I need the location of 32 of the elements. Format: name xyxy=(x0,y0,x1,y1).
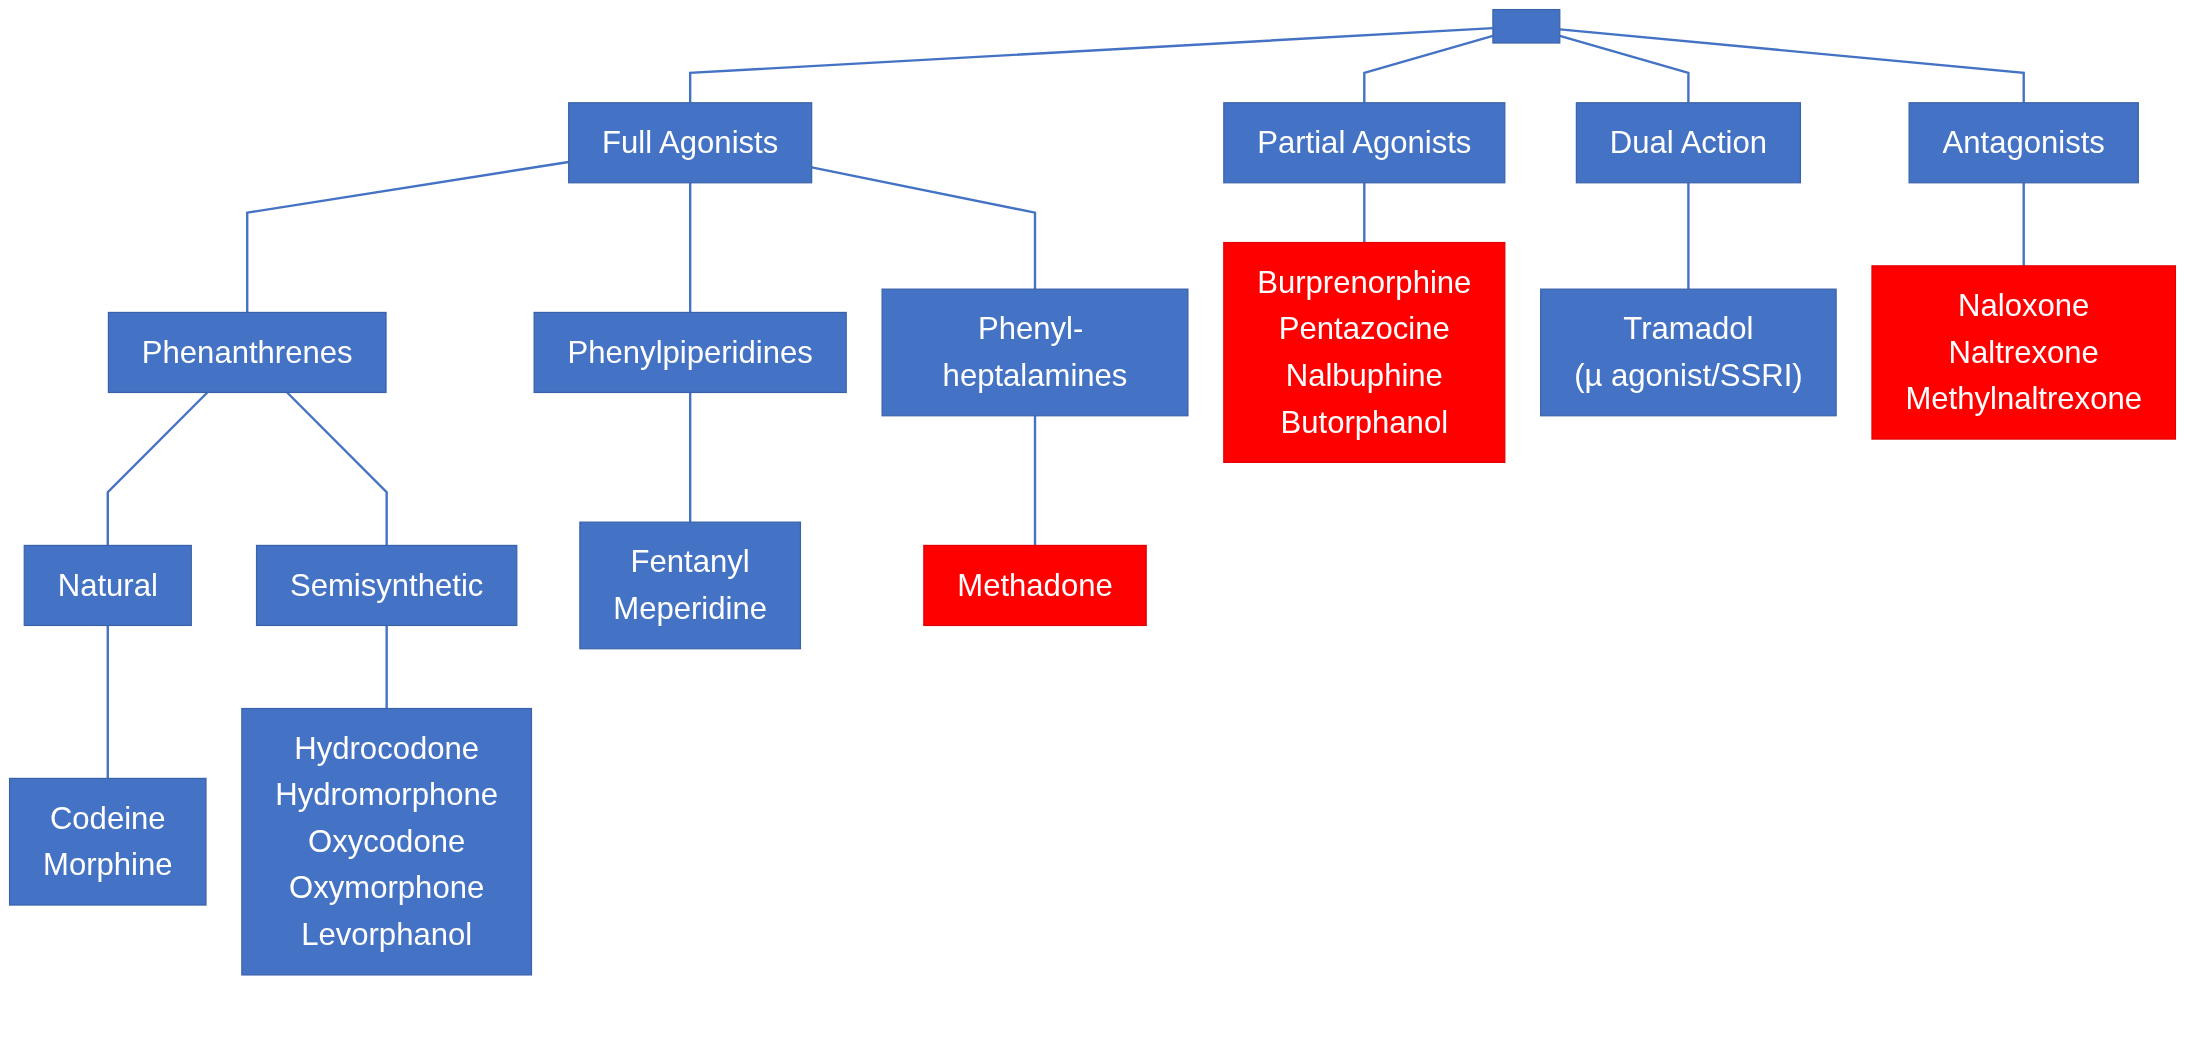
node-box: Semisynthetic xyxy=(255,544,518,627)
connector xyxy=(688,392,692,523)
node-box: Natural xyxy=(23,544,192,627)
node-box: Antagonists xyxy=(1908,102,2139,184)
connector xyxy=(688,182,692,313)
connector xyxy=(1363,182,1366,243)
node-box: Phenylpiperidines xyxy=(533,311,847,394)
node-box: Naloxone Naltrexone Methylnaltrexone xyxy=(1871,265,2177,440)
connector xyxy=(106,391,209,546)
node-box: Dual Action xyxy=(1575,102,1802,184)
node-box: Fentanyl Meperidine xyxy=(579,521,802,650)
connector xyxy=(688,26,1493,103)
node-box: Methadone xyxy=(923,544,1147,627)
connector xyxy=(1687,182,1690,290)
node-box: Partial Agonists xyxy=(1223,102,1506,184)
connector xyxy=(811,166,1037,290)
node-box: Codeine Morphine xyxy=(8,777,207,906)
connector xyxy=(1559,34,1690,103)
node-box: Phenanthrenes xyxy=(107,311,387,394)
connector xyxy=(1033,415,1037,546)
connector xyxy=(1559,28,2025,103)
node-box: Hydrocodone Hydromorphone Oxycodone Oxymorphone Levorphanol xyxy=(241,707,533,976)
node-box: Full Agonists xyxy=(568,102,813,184)
connector xyxy=(2022,182,2025,266)
node-box: Phenyl- heptalamines xyxy=(881,288,1189,417)
connector xyxy=(106,625,109,779)
connector xyxy=(385,625,388,709)
node-box: Tramadol (µ agonist/SSRI) xyxy=(1540,288,1837,417)
node-box: Burprenorphine Pentazocine Nalbuphine Butorphanol xyxy=(1223,241,1506,463)
connector xyxy=(286,391,388,546)
connector xyxy=(246,160,569,313)
node-box xyxy=(1492,8,1561,44)
